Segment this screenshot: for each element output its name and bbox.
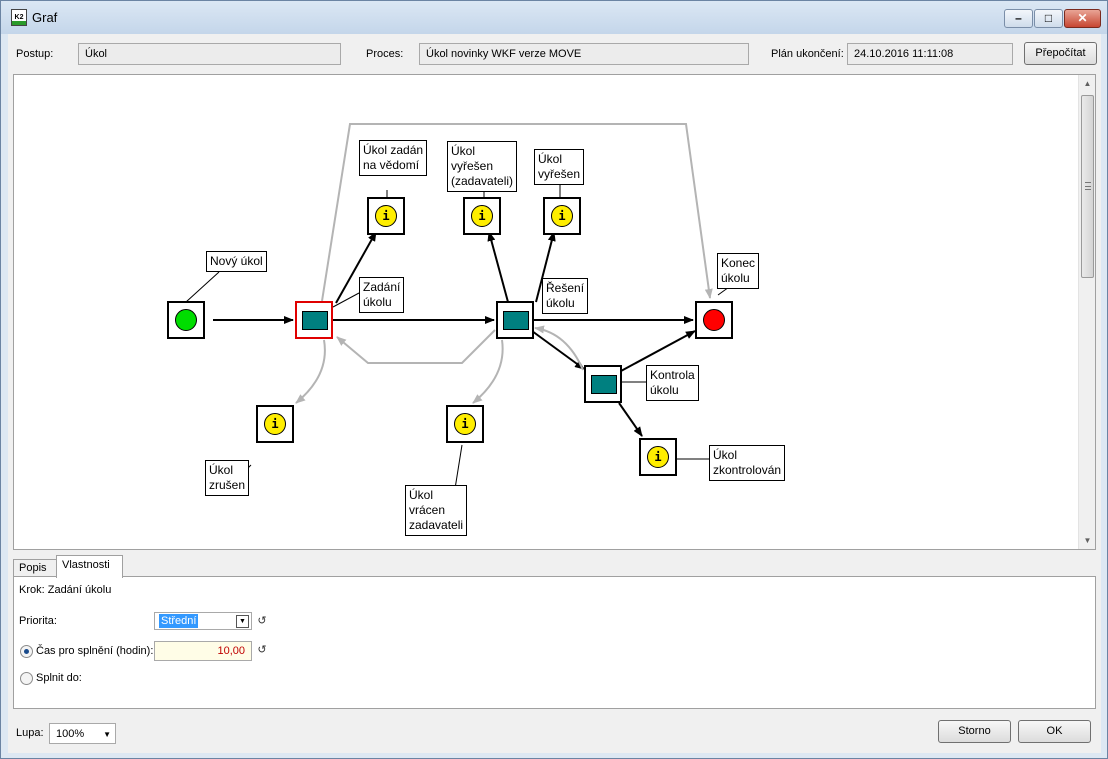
minimize-icon: – — [1015, 11, 1022, 25]
info-node-ukol-vyresen-zadavateli[interactable]: i — [463, 197, 501, 235]
title-bar[interactable]: K2 Graf – □ ✕ — [1, 1, 1107, 34]
scroll-up-icon[interactable]: ▲ — [1083, 79, 1092, 88]
task-rect — [591, 375, 617, 394]
end-dot — [703, 309, 725, 331]
time-label: Čas pro splnění (hodin): — [36, 645, 154, 657]
postup-field: Úkol — [78, 43, 341, 65]
zoom-label: Lupa: — [16, 727, 44, 739]
time-radio[interactable] — [20, 645, 33, 658]
priority-value: Střední — [159, 614, 199, 628]
plan-ukonceni-label: Plán ukončení: — [771, 48, 844, 60]
postup-label: Postup: — [16, 48, 54, 60]
ok-button[interactable]: OK — [1018, 720, 1091, 743]
maximize-icon: □ — [1044, 11, 1053, 25]
task-node-zadani-ukolu[interactable] — [295, 301, 333, 339]
time-input[interactable]: 10,00 — [154, 641, 252, 661]
info-icon: i — [454, 413, 476, 435]
start-node-novy-ukol[interactable] — [167, 301, 205, 339]
scroll-down-icon[interactable]: ▼ — [1083, 536, 1092, 545]
info-icon: i — [375, 205, 397, 227]
tab-popis[interactable]: Popis — [13, 559, 57, 577]
minimize-button[interactable]: – — [1004, 9, 1033, 28]
maximize-button[interactable]: □ — [1034, 9, 1063, 28]
chevron-down-icon[interactable]: ▼ — [103, 730, 111, 739]
close-button[interactable]: ✕ — [1064, 9, 1101, 28]
due-radio[interactable] — [20, 672, 33, 685]
k2-app-icon: K2 — [11, 9, 27, 26]
window-client: Postup: Úkol Proces: Úkol novinky WKF ve… — [8, 34, 1101, 753]
step-text: Krok: Zadání úkolu — [19, 584, 112, 596]
info-node-ukol-zkontrolovan[interactable]: i — [639, 438, 677, 476]
info-node-ukol-vyresen[interactable]: i — [543, 197, 581, 235]
info-icon: i — [471, 205, 493, 227]
due-label: Splnit do: — [36, 672, 82, 684]
task-rect — [302, 311, 328, 330]
task-node-kontrola-ukolu[interactable] — [584, 365, 622, 403]
proces-label: Proces: — [366, 48, 404, 60]
zoom-value: 100% — [56, 728, 85, 740]
start-dot — [175, 309, 197, 331]
task-rect — [503, 311, 529, 330]
graph-vertical-scrollbar[interactable]: ▲ ▼ — [1078, 75, 1095, 549]
info-node-ukol-zrusen[interactable]: i — [256, 405, 294, 443]
graph-edges — [185, 123, 737, 496]
history-icon[interactable]: ↺ — [257, 644, 267, 656]
label-novy-ukol: Nový úkol — [206, 251, 267, 272]
task-node-reseni-ukolu[interactable] — [496, 301, 534, 339]
end-node-konec-ukolu[interactable] — [695, 301, 733, 339]
cancel-button[interactable]: Storno — [938, 720, 1011, 743]
history-icon[interactable]: ↺ — [257, 615, 267, 627]
close-icon: ✕ — [1077, 11, 1088, 25]
properties-panel: Krok: Zadání úkolu Priorita: Střední ▼ ↺… — [13, 576, 1096, 709]
info-node-ukol-zadan[interactable]: i — [367, 197, 405, 235]
recalculate-button[interactable]: Přepočítat — [1024, 42, 1097, 65]
scroll-thumb[interactable] — [1081, 95, 1094, 278]
plan-ukonceni-field: 24.10.2016 11:11:08 — [847, 43, 1013, 65]
info-icon: i — [551, 205, 573, 227]
info-icon: i — [264, 413, 286, 435]
proces-field: Úkol novinky WKF verze MOVE — [419, 43, 749, 65]
scroll-grip-icon — [1085, 182, 1091, 190]
priority-label: Priorita: — [19, 615, 57, 627]
priority-select[interactable]: Střední ▼ — [154, 612, 252, 630]
window-title: Graf — [32, 10, 58, 25]
chevron-down-icon[interactable]: ▼ — [236, 615, 249, 628]
info-node-ukol-vracen[interactable]: i — [446, 405, 484, 443]
zoom-select[interactable]: 100% ▼ — [49, 723, 116, 744]
info-icon: i — [647, 446, 669, 468]
tab-vlastnosti[interactable]: Vlastnosti — [56, 555, 123, 578]
